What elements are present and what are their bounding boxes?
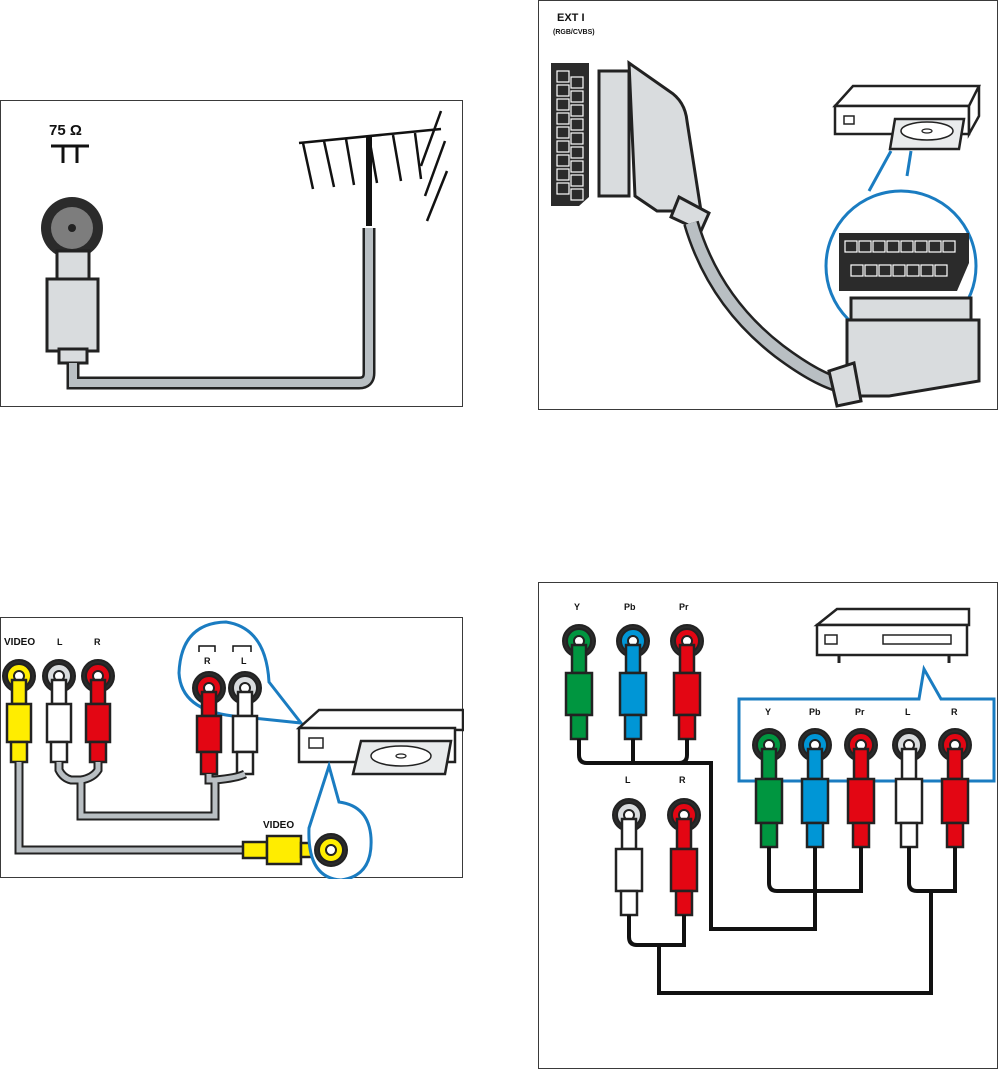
scart-plug-icon [597, 60, 711, 234]
antenna-cable [66, 228, 376, 390]
coax-symbol-icon [51, 144, 89, 163]
scart-port-label: EXT I [557, 12, 585, 24]
tv-composite-plugs [5, 678, 112, 764]
tv-audio-right-label: R [679, 775, 686, 785]
device-right-label: R [204, 656, 211, 666]
tv-right-label: R [94, 637, 101, 647]
scart-socket-icon [551, 63, 589, 206]
scart-diagram: EXT I (RGB/CVBS) [551, 12, 982, 408]
device-scart-plug-icon [827, 296, 981, 408]
scart-panel: EXT I (RGB/CVBS) [538, 0, 998, 410]
coax-plug-icon [45, 249, 100, 365]
dvd-player-icon [295, 708, 464, 776]
composite-panel: VIDEO L R R L [0, 617, 464, 879]
tv-y-label: Y [574, 602, 580, 612]
device-video-socket [314, 833, 348, 867]
tv-component-plugs [564, 643, 702, 741]
tv-audio-left-label: L [625, 775, 631, 785]
antenna-icon [298, 110, 449, 226]
device-pb-label: Pb [809, 707, 821, 717]
coax-socket-icon [41, 197, 103, 259]
component-diagram: Y Pb Pr L R [562, 602, 996, 995]
device-right-label: R [951, 707, 958, 717]
scart-port-sublabel: (RGB/CVBS) [553, 29, 595, 36]
device-video-label: VIDEO [263, 820, 294, 831]
tv-pr-label: Pr [679, 602, 689, 612]
tv-left-label: L [57, 637, 63, 647]
device-scart-socket-icon [839, 233, 969, 291]
device-left-label: L [241, 656, 247, 666]
dvd-player-icon [813, 607, 971, 663]
component-cables [577, 739, 957, 995]
scart-zoom-callout [867, 150, 893, 192]
device-left-label: L [905, 707, 911, 717]
antenna-diagram: 75 Ω [41, 110, 449, 390]
scart-cable [683, 220, 846, 394]
impedance-label: 75 Ω [49, 122, 82, 139]
tv-audio-plugs [614, 817, 699, 917]
dvd-player-icon [832, 84, 982, 151]
device-video-plug [241, 834, 317, 866]
device-y-label: Y [765, 707, 771, 717]
device-pr-label: Pr [855, 707, 865, 717]
device-component-plugs [754, 747, 970, 849]
antenna-panel: 75 Ω [0, 100, 463, 407]
composite-diagram: VIDEO L R R L [2, 620, 464, 879]
device-audio-plugs [195, 690, 259, 776]
tv-pb-label: Pb [624, 602, 636, 612]
tv-video-label: VIDEO [4, 637, 35, 648]
component-panel: Y Pb Pr L R [538, 582, 998, 1069]
